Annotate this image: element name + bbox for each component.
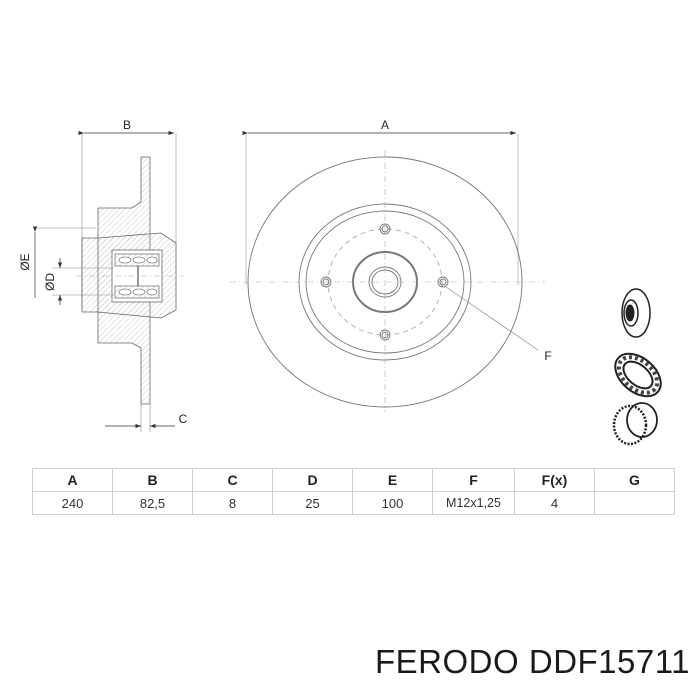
value-d: 25 bbox=[272, 491, 353, 515]
value-b: 82,5 bbox=[112, 491, 193, 515]
value-f: M12x1,25 bbox=[432, 491, 515, 515]
header-c: C bbox=[192, 468, 273, 492]
product-caption: FERODO DDF15711 bbox=[375, 643, 690, 681]
value-g bbox=[594, 491, 675, 515]
header-fx: F(x) bbox=[514, 468, 595, 492]
value-e: 100 bbox=[352, 491, 433, 515]
dim-a-label: A bbox=[381, 118, 389, 132]
dim-e-label: ØE bbox=[18, 253, 32, 270]
brand-name: FERODO bbox=[375, 643, 520, 680]
header-g: G bbox=[594, 468, 675, 492]
spec-table-header-row: A B C D E F F(x) G bbox=[32, 468, 675, 492]
front-disc-view bbox=[230, 130, 545, 412]
abs-ring-icon bbox=[612, 402, 658, 446]
header-d: D bbox=[272, 468, 353, 492]
dim-c-label: C bbox=[179, 412, 188, 426]
spec-table-value-row: 240 82,5 8 25 100 M12x1,25 4 bbox=[32, 491, 675, 515]
dim-d-label: ØD bbox=[43, 273, 57, 291]
header-e: E bbox=[352, 468, 433, 492]
spec-table: A B C D E F F(x) G 240 82,5 8 25 100 M12… bbox=[32, 468, 675, 515]
wheel-bearing-icon bbox=[614, 352, 662, 398]
header-b: B bbox=[112, 468, 193, 492]
technical-drawing: B C ØE ØD A F bbox=[18, 118, 662, 446]
side-section-view bbox=[32, 130, 184, 432]
value-a: 240 bbox=[32, 491, 113, 515]
callout-f-label: F bbox=[544, 349, 551, 363]
value-fx: 4 bbox=[514, 491, 595, 515]
part-number: DDF15711 bbox=[528, 643, 690, 680]
value-c: 8 bbox=[192, 491, 273, 515]
brake-disc-icon bbox=[621, 288, 651, 338]
header-a: A bbox=[32, 468, 113, 492]
dim-b-label: B bbox=[123, 118, 131, 132]
header-f: F bbox=[432, 468, 515, 492]
